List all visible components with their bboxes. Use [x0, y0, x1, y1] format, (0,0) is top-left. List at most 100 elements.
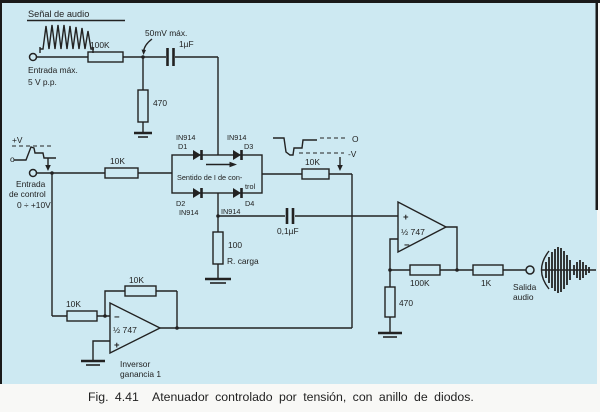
zero-label: o	[10, 154, 15, 164]
audio-output-terminal	[525, 265, 535, 275]
frame-right	[595, 0, 598, 210]
resistor-470-label: 470	[153, 98, 167, 108]
input-max-label: Entrada máx.	[28, 65, 78, 75]
resistor-100k-feedback-body	[409, 264, 441, 276]
diode-d3-triangle	[233, 150, 241, 160]
control-label-2: de control	[9, 189, 46, 199]
resistor-470-out-label: 470	[399, 298, 413, 308]
diode-d1-triangle	[193, 150, 201, 160]
load-name-label: R. carga	[227, 256, 259, 266]
resistor-100k-body	[87, 51, 124, 63]
diagram-background	[0, 0, 597, 384]
output-label-2: audio	[513, 292, 534, 302]
caption: Fig. 4.41 Atenuador controlado por tensi…	[88, 390, 474, 404]
frame-top	[0, 0, 600, 3]
resistor-10k-feedback-label: 10K	[129, 275, 144, 285]
load-section: 100 R. carga	[205, 231, 259, 284]
control-current-arrowhead	[45, 165, 51, 171]
resistor-470-body	[137, 89, 149, 123]
diode-d2	[193, 188, 203, 198]
control-label-1: Entrada	[16, 179, 46, 189]
inverter-note-1: Inversor	[120, 359, 150, 369]
inverted-waveform-icon	[273, 137, 317, 156]
audio-input-section: Señal de audio 100K 50mV máx. 1µF 470 En…	[27, 9, 219, 155]
leader-arrowhead	[141, 49, 146, 55]
opamp2-triangle	[397, 200, 448, 254]
drive-current-arrowhead	[337, 165, 343, 171]
opamp1-plus-ground-wire	[92, 340, 110, 360]
inverter-feedback-wire	[104, 290, 178, 328]
caption-strip	[0, 384, 600, 412]
level-note: 50mV máx.	[145, 28, 187, 38]
wave-zero-label: O	[352, 134, 359, 144]
d4-name-label: D4	[245, 199, 254, 208]
diode-d4	[233, 188, 243, 198]
resistor-1k-label: 1K	[481, 278, 492, 288]
opamp2-output-wire	[446, 226, 458, 270]
cap-1uf-label: 1µF	[179, 39, 194, 49]
inverter-note-2: ganancia 1	[120, 369, 161, 379]
ring-drive-section: 10K O -V	[262, 134, 359, 328]
d1-part-label: IN914	[176, 133, 195, 142]
diode-d4-triangle	[233, 188, 241, 198]
opamp2-minus-wire	[389, 238, 398, 270]
diode-d1	[193, 150, 203, 160]
resistor-100k-feedback-label: 100K	[410, 278, 430, 288]
d2-part-label: IN914	[179, 208, 198, 217]
resistor-10k-feedback-body	[124, 285, 157, 297]
control-input-terminal	[28, 168, 38, 178]
audio-input-terminal	[28, 52, 38, 62]
figure-number: Fig. 4.41	[88, 390, 139, 404]
drive-wire	[262, 173, 353, 328]
d2-name-label: D2	[176, 199, 185, 208]
opamp1-device-label: ½ 747	[113, 325, 137, 335]
diode-ring: Sentido de I de con- trol IN914 D1 IN914…	[171, 133, 263, 232]
control-waveform-icon	[14, 146, 56, 161]
resistor-10k-drive-label: 10K	[305, 157, 320, 167]
input-max-value: 5 V p.p.	[28, 77, 57, 87]
resistor-100k-label: 100K	[90, 40, 110, 50]
resistor-10k-drive-body	[301, 168, 330, 180]
figure-caption-text: Atenuador controlado por tensión, con an…	[152, 390, 474, 404]
sense-label-1: Sentido de I de con-	[177, 173, 243, 182]
d3-name-label: D3	[244, 142, 253, 151]
diode-d3	[233, 150, 243, 160]
opamp1-plus-sign: +	[114, 340, 120, 351]
control-range-label: 0 ÷ +10V	[17, 200, 51, 210]
audio-output-section: Salida audio	[513, 247, 596, 302]
control-input-section: +V o 10K Entrada de control 0 ÷ +10V	[9, 135, 172, 316]
output-coupling-section: 0,1µF	[216, 208, 398, 236]
d1-name-label: D1	[178, 142, 187, 151]
opamp2-plus-sign: +	[403, 212, 409, 223]
resistor-10k-inv-input-label: 10K	[66, 299, 81, 309]
sense-label-2: trol	[245, 182, 256, 191]
output-opamp-section: + ½ 747 − 100K 1K 470	[378, 200, 526, 338]
resistor-100-label: 100	[228, 240, 242, 250]
d4-part-label: IN914	[221, 207, 240, 216]
resistor-10k-control-label: 10K	[110, 156, 125, 166]
opamp1-triangle	[109, 301, 162, 355]
cap-01uf-icon	[285, 208, 295, 224]
cap-1uf-icon	[166, 48, 175, 66]
audio-waveform-icon	[40, 24, 94, 50]
resistor-1k-body	[472, 264, 504, 276]
output-label-1: Salida	[513, 282, 537, 292]
opamp2-minus-sign: −	[404, 240, 410, 251]
minus-v-label: -V	[348, 149, 357, 159]
burst-envelope-arc	[540, 250, 550, 290]
resistor-10k-inv-input-body	[66, 310, 98, 322]
opamp2-device-label: ½ 747	[401, 227, 425, 237]
frame-left	[0, 0, 2, 384]
resistor-470-out-body	[384, 286, 396, 318]
audio-burst-icon	[545, 247, 590, 293]
resistor-10k-control-body	[104, 167, 139, 179]
opamp1-minus-sign: −	[114, 312, 120, 323]
cap-01uf-label: 0,1µF	[277, 226, 299, 236]
inverter-opamp-section: 10K 10K − ½ 747 + Inversor ganancia 1	[52, 275, 352, 379]
d3-part-label: IN914	[227, 133, 246, 142]
diode-d2-triangle	[193, 188, 201, 198]
plus-v-label: +V	[12, 135, 23, 145]
sense-arrowhead	[229, 161, 237, 168]
